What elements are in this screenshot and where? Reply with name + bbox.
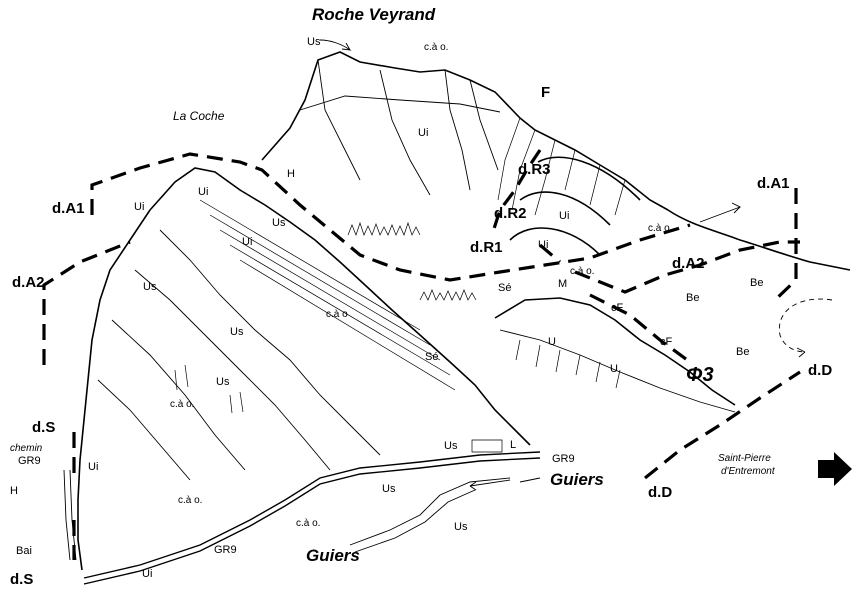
fault-f: F [541,84,550,101]
unit-u: U [548,336,556,348]
roche-veyrand-massif [261,51,669,301]
fault-ds-bottom: d.S [10,571,33,588]
foreground-ridge [77,167,851,571]
unit-us: Us [143,281,157,293]
fault-dd-east: d.D [808,362,832,379]
river-guiers-east: Guiers [550,470,604,489]
unit-cao: c.à o. [570,266,594,277]
labels: Roche Veyrand La Coche Saint-Pierre d'En… [10,5,832,588]
unit-us: Us [454,521,468,533]
unit-h: H [287,168,295,180]
fault-dd-south: d.D [648,484,672,501]
fault-phi3: Φ3 [686,364,714,386]
unit-us: Us [307,36,321,48]
unit-cao: c.à o. [424,42,448,53]
fault-da1-east: d.A1 [757,175,790,192]
unit-ui: Ui [142,568,152,580]
unit-ui: Ui [134,201,144,213]
unit-h: H [10,485,18,497]
trail-gr9-east: GR9 [552,453,575,465]
unit-ui: Ui [538,239,548,251]
unit-se: Sé [425,351,438,363]
place-saint-pierre: Saint-Pierre [718,453,771,464]
fault-da1-west: d.A1 [52,200,85,217]
unit-cao: c.à o. [296,518,320,529]
fault-ds-top: d.S [32,419,55,436]
river-guiers-south: Guiers [306,546,360,565]
unit-cao: c.à o. [178,495,202,506]
unit-cao: c.à o [648,223,670,234]
unit-bai: Bai [16,545,32,557]
detachment-lines [42,149,833,560]
unit-cf: cF [611,302,624,314]
unit-us: Us [382,483,396,495]
unit-be: Be [736,346,749,358]
unit-cao: c.à o [326,309,348,320]
title: Roche Veyrand [312,5,436,24]
place-saint-pierre-2: d'Entremont [721,466,776,477]
unit-be: Be [686,292,699,304]
unit-ui: Ui [198,186,208,198]
chemin-label: chemin [10,443,43,454]
fault-da2-west: d.A2 [12,274,45,291]
unit-ui: Ui [559,210,569,222]
unit-us: Us [230,326,244,338]
unit-u: U [610,363,618,375]
unit-us: Us [444,440,458,452]
place-la-coche: La Coche [173,109,225,123]
unit-ui: Ui [242,236,252,248]
unit-m: M [558,278,567,290]
unit-us: Us [216,376,230,388]
unit-cf: cF [660,336,673,348]
fault-dr3: d.R3 [518,161,551,178]
small-arrow-icon [319,39,352,51]
unit-ui: Ui [418,127,428,139]
unit-l: L [510,439,516,451]
unit-ui: Ui [88,461,98,473]
direction-arrow-icon [818,452,852,486]
unit-cao: c.à o. [170,399,194,410]
river-and-trail [63,439,541,585]
trail-gr9-west: GR9 [18,455,41,467]
unit-be: Be [750,277,763,289]
unit-us: Us [272,217,286,229]
fault-dr1: d.R1 [470,239,503,256]
fault-dr2: d.R2 [494,205,527,222]
fault-da2-east: d.A2 [672,255,705,272]
trail-gr9-south: GR9 [214,544,237,556]
unit-se: Sé [498,282,511,294]
